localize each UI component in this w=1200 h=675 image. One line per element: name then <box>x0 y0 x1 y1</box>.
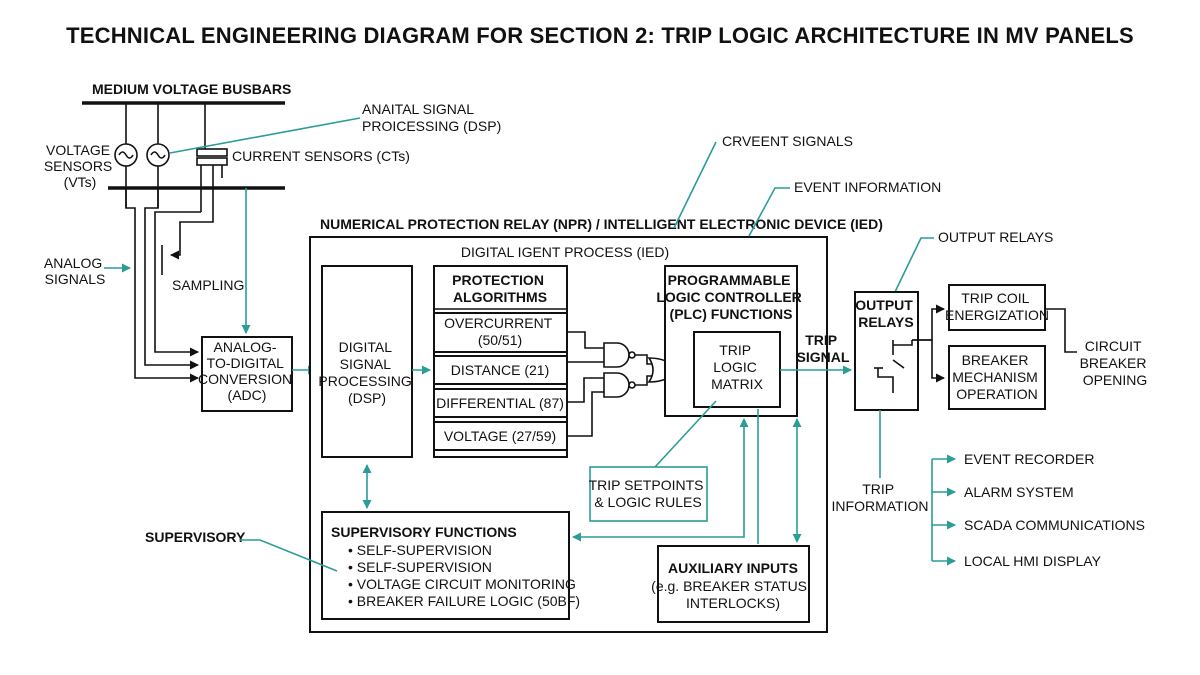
svg-text:PROGRAMMABLE LOGIC CONTR: PROGRAMMABLE LOGIC CONTROLLER (PLC) FUNC… <box>656 272 805 322</box>
trip-setpoints-box: TRIP SETPOINTS & LOGIC RULES <box>589 466 708 522</box>
svg-text:TRIP COIL ENERGIZATION: TRIP COIL ENERGIZATION <box>945 290 1049 323</box>
trip-information-label: TRIP INFORMATION <box>832 481 929 514</box>
auxiliary-inputs-box: AUXILIARY INPUTS (e.g. BREAKER STATUS, I… <box>651 545 815 623</box>
trip-coil-box: TRIP COIL ENERGIZATION <box>945 284 1049 331</box>
svg-text:DIGITAL SIGNAL PRO: DIGITAL SIGNAL PROCESSING (DSP) <box>318 339 415 406</box>
adc-box: ANALOG- TO-DIGITAL CONVERSION (ADC) <box>198 336 296 412</box>
svg-text:AUXILIARY INPUTS: AUXILIARY INPUTS <box>668 560 798 576</box>
voltage-sensors-label: VOLTAGE SENSORS (VTs) <box>44 142 116 190</box>
output-alarm-system: ALARM SYSTEM <box>964 484 1074 500</box>
differential-algorithm <box>433 388 568 418</box>
sampling-label: SAMPLING <box>172 277 244 293</box>
distance-algorithm <box>433 355 568 385</box>
diagram-title: TECHNICAL ENGINEERING DIAGRAM FOR SECTIO… <box>66 23 1134 48</box>
trip-signal-label: TRIP SIGNAL <box>797 332 850 365</box>
plc-box: PROGRAMMABLE LOGIC CONTROLLER (PLC) FUNC… <box>656 265 805 417</box>
svg-text:BREAKER MECHANISM: BREAKER MECHANISM OPERATION <box>952 352 1041 402</box>
svg-text:(e.g. BREAKER STATUS, IN: (e.g. BREAKER STATUS, INTERLOCKS) <box>651 578 815 611</box>
and-gate-1-icon <box>603 342 630 368</box>
svg-text:DIFFERENTIAL (87): DIFFERENTIAL (87) <box>436 395 564 411</box>
dsp-callout-label: ANAITAL SIGNAL PROICESSING (DSP) <box>362 101 501 134</box>
output-event-recorder: EVENT RECORDER <box>964 451 1094 467</box>
npr-title: NUMERICAL PROTECTION RELAY (NPR) / INTEL… <box>320 216 883 232</box>
svg-text:OUTPUT RELAYS: OUTPUT RELAYS <box>855 297 916 330</box>
protection-algorithms-box: PROTECTION ALGORITHMS OVERCURRENT (50/51… <box>433 265 568 458</box>
svg-text:TRIP SETPOINTS & LOGIC R: TRIP SETPOINTS & LOGIC RULES <box>589 477 708 510</box>
svg-text:ANALOG- TO-DIGITAL: ANALOG- TO-DIGITAL CONVERSION (ADC) <box>198 339 296 403</box>
circuit-breaker-opening-label: CIRCUIT BREAKER OPENING <box>1080 338 1151 388</box>
output-relays-box: OUTPUT RELAYS <box>854 291 919 411</box>
dsp-box: DIGITAL SIGNAL PROCESSING (DSP) <box>318 265 415 458</box>
supervisory-functions-box: SUPERVISORY FUNCTIONS • SELF-SUPERVISION… <box>321 511 580 620</box>
supervisory-functions-title: SUPERVISORY FUNCTIONS <box>331 524 517 540</box>
analog-signals-label: ANALOG SIGNALS <box>44 255 106 287</box>
current-transformer-icon <box>196 148 228 212</box>
svg-text:OVERCURRENT (50/51): OVERCURRENT (50/51) <box>444 315 556 348</box>
relay-contact-icon <box>874 340 913 393</box>
svg-text:VOLTAGE (27/59): VOLTAGE (27/59) <box>444 428 556 444</box>
crveent-signals-label: CRVEENT SIGNALS <box>722 133 853 149</box>
svg-text:TRIP LOGIC MATRIX: TRIP LOGIC MATRIX <box>711 342 764 392</box>
svg-text:DISTANCE (21): DISTANCE (21) <box>451 362 550 378</box>
breaker-mechanism-box: BREAKER MECHANISM OPERATION <box>948 345 1046 410</box>
output-scada-communications: SCADA COMMUNICATIONS <box>964 517 1145 533</box>
output-relays-callout: OUTPUT RELAYS <box>938 229 1053 245</box>
and-gate-2-icon <box>603 372 630 398</box>
supervisory-label: SUPERVISORY <box>145 529 246 545</box>
busbar-section: MEDIUM VOLTAGE BUSBARS VOLTAGE SENSORS (… <box>44 81 501 383</box>
busbars-label: MEDIUM VOLTAGE BUSBARS <box>92 81 291 97</box>
event-information-label: EVENT INFORMATION <box>794 179 941 195</box>
output-local-hmi-display: LOCAL HMI DISPLAY <box>964 553 1102 569</box>
svg-text:• SELF-SUPERVISION • SEL: • SELF-SUPERVISION • SELF-SUPERVISION • … <box>348 542 580 609</box>
npr-inner-title: DIGITAL IGENT PROCESS (IED) <box>461 244 669 260</box>
protection-title: PROTECTION ALGORITHMS <box>452 272 548 305</box>
current-sensors-label: CURRENT SENSORS (CTs) <box>232 148 410 164</box>
trip-logic-matrix <box>693 331 781 408</box>
